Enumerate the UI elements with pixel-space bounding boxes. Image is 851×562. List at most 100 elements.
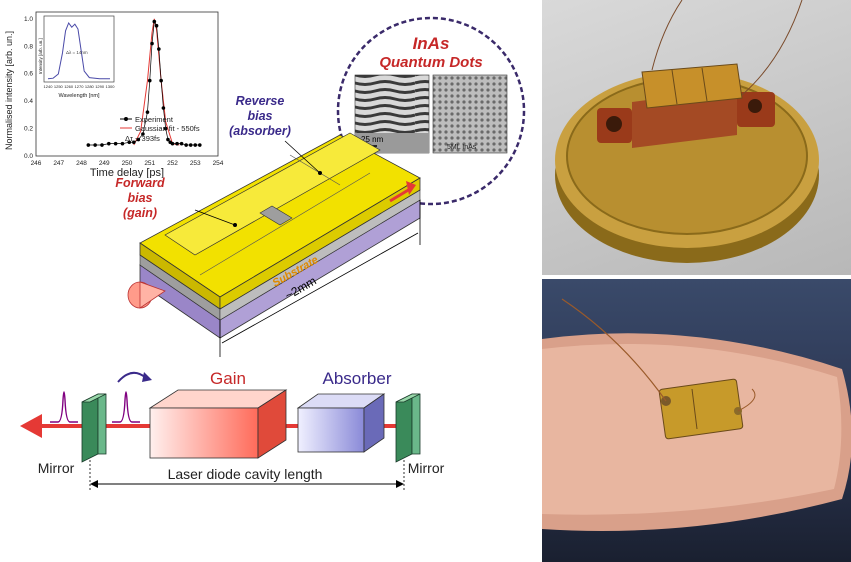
experiment-point xyxy=(198,143,202,147)
right-mirror xyxy=(395,393,413,463)
forward-bias-line1: Forward xyxy=(115,176,165,190)
experiment-point xyxy=(159,78,163,83)
inset-x-tick-label: 1300 xyxy=(106,84,116,89)
round-trip-arrow xyxy=(117,371,147,383)
legend-experiment: Experiment xyxy=(135,115,174,124)
coin-photo-illustration xyxy=(555,0,819,263)
x-tick-label: 247 xyxy=(53,160,64,167)
experiment-point xyxy=(145,110,150,114)
left-mirror-label: Mirror xyxy=(38,460,75,476)
experiment-line xyxy=(88,20,200,146)
gold-front-face xyxy=(219,177,421,310)
output-arrow xyxy=(20,414,42,438)
experiment-point xyxy=(157,47,161,51)
length-dimension-line xyxy=(221,232,419,344)
inset-x-tick-label: 1280 xyxy=(85,84,95,89)
section-gap xyxy=(259,205,293,226)
inset-annotation: Δλ = 14nm xyxy=(66,50,88,55)
experiment-point xyxy=(152,19,157,24)
y-tick-label: 0.2 xyxy=(24,126,33,133)
delta-tau-annotation: Δτ ~ 393fs xyxy=(125,134,160,143)
experiment-point xyxy=(132,140,136,145)
photo-chip-on-finger xyxy=(542,279,851,562)
experiment-point xyxy=(93,143,97,147)
left-mirror xyxy=(81,393,99,463)
experiment-points xyxy=(86,19,202,147)
chart-xlabel: Time delay [ps] xyxy=(90,167,164,178)
input-cone xyxy=(139,281,166,309)
photo-chip-on-coin xyxy=(542,0,851,275)
reverse-bias-line3: (absorber) xyxy=(229,124,291,138)
output-arrow-head xyxy=(406,181,416,195)
experiment-point xyxy=(127,140,132,145)
experiment-point xyxy=(193,143,198,147)
experiment-point xyxy=(170,141,175,146)
x-tick-label: 249 xyxy=(99,160,110,167)
experiment-point xyxy=(161,106,166,110)
output-beam xyxy=(389,187,411,203)
chip-on-finger xyxy=(658,378,744,440)
forward-bias-line2: bias xyxy=(127,191,152,205)
legend-experiment-marker xyxy=(124,117,128,121)
chart-ylabel: Normalised intensity [arb. un.] xyxy=(4,31,14,150)
experiment-point xyxy=(113,141,118,146)
output-pulse xyxy=(50,391,78,423)
chip xyxy=(641,63,743,109)
inset-spectrum-line xyxy=(47,21,110,80)
inset-x-tick-label: 1270 xyxy=(75,84,85,89)
legend-fit: Gaussian fit - 550fs xyxy=(135,124,200,133)
y-tick-label: 0.8 xyxy=(24,43,33,50)
x-tick-label: 252 xyxy=(167,160,178,167)
x-tick-label: 248 xyxy=(76,160,87,167)
experiment-point xyxy=(147,78,152,83)
absorber-block xyxy=(297,407,365,453)
x-tick-label: 253 xyxy=(190,160,201,167)
experiment-point xyxy=(163,126,168,131)
right-mirror-label: Mirror xyxy=(408,460,445,476)
tem-scale-label: 25 nm xyxy=(361,135,384,144)
inset-x-tick-label: 1260 xyxy=(64,84,74,89)
inset-xlabel: Wavelength [nm] xyxy=(58,93,100,99)
qd-dashed-circle xyxy=(336,16,526,206)
laser-device-diagram: Reverse bias (absorber) Forward bias (ga… xyxy=(115,95,421,357)
cavity-length-label: Laser diode cavity length xyxy=(168,466,323,482)
absorber-label: Absorber xyxy=(323,369,392,388)
inset-x-tick-label: 1250 xyxy=(54,84,64,89)
plan-view-label: 5ML InAs xyxy=(447,144,477,151)
experiment-point xyxy=(141,132,145,136)
inset-x-tick-label: 1290 xyxy=(95,84,105,89)
finger-photo-illustration xyxy=(542,298,851,531)
experiment-point xyxy=(175,141,179,146)
experiment-point xyxy=(188,143,193,147)
inset-frame xyxy=(43,15,115,83)
qd-title-line1: InAs xyxy=(413,34,450,53)
experiment-point xyxy=(120,141,125,146)
reverse-bias-line2: bias xyxy=(247,109,272,123)
gain-block xyxy=(149,407,259,459)
x-tick-label: 246 xyxy=(31,160,42,167)
chart-frame xyxy=(35,11,219,157)
quantum-dots-callout: InAs Quantum Dots 25 nm 5ML InAs xyxy=(336,16,526,206)
gain-label: Gain xyxy=(210,369,246,388)
qd-title-line2: Quantum Dots xyxy=(379,54,482,71)
y-tick-label: 0.6 xyxy=(24,71,33,78)
y-tick-label: 1.0 xyxy=(24,16,33,23)
experiment-point xyxy=(107,141,111,146)
experiment-point xyxy=(136,137,141,142)
x-tick-label: 250 xyxy=(122,160,133,167)
y-tick-label: 0.0 xyxy=(24,153,33,160)
experiment-point xyxy=(86,143,91,147)
experiment-point xyxy=(179,141,184,146)
inset-ylabel: Intensity [arb. un.] xyxy=(38,38,43,74)
intracavity-pulse xyxy=(112,391,140,423)
experiment-point xyxy=(166,137,170,142)
x-tick-label: 254 xyxy=(213,160,224,167)
cavity-schematic: Gain Absorber Mirror Mirror Laser diode … xyxy=(20,369,445,490)
reverse-bias-line1: Reverse xyxy=(236,95,285,108)
experiment-point xyxy=(154,23,159,28)
experiment-point xyxy=(184,143,188,147)
absorber-side xyxy=(363,393,385,453)
